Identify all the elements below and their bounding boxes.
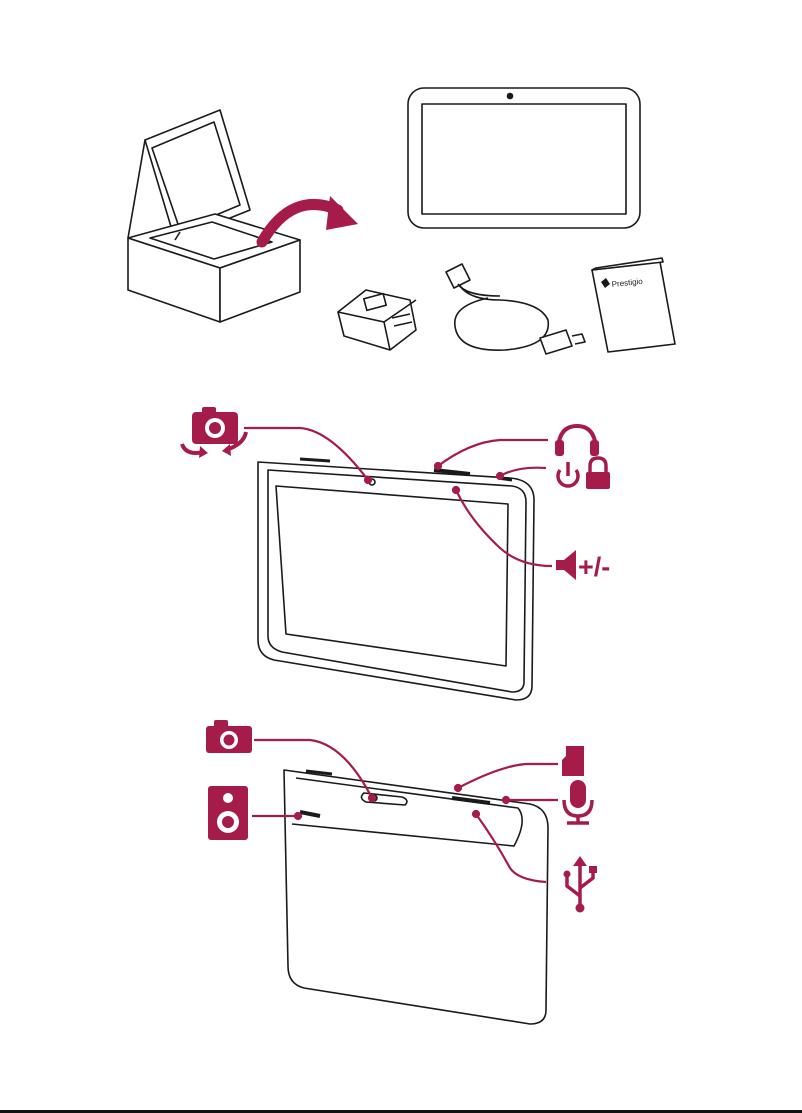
- headphones-icon: [555, 423, 599, 456]
- open-box-illustration: [127, 109, 301, 323]
- front-callout-lines: [244, 426, 553, 568]
- camera-switch-icon: [180, 407, 248, 458]
- package-contents: Prestigio: [127, 87, 676, 355]
- volume-label: +/-: [578, 552, 610, 582]
- power-lock-icon: [556, 456, 610, 489]
- usb-icon: [563, 856, 597, 913]
- usb-cable-illustration: [445, 263, 586, 355]
- microsd-icon: [562, 746, 584, 776]
- tablet-front-package: [407, 87, 641, 229]
- tablet-back-view: [283, 769, 549, 1025]
- camera-icon: [206, 720, 252, 753]
- tablet-front-view: [257, 457, 535, 701]
- unpack-arrow-icon: [256, 196, 358, 248]
- guide-brand-text: Prestigio: [611, 277, 643, 289]
- back-callout-lines: [252, 738, 558, 884]
- quick-start-guide-illustration: Prestigio: [591, 257, 676, 353]
- volume-icon: +/-: [556, 550, 610, 582]
- microphone-icon: [562, 780, 594, 825]
- page-bottom-rule: [0, 1110, 802, 1113]
- charger-illustration: [337, 289, 417, 351]
- speaker-icon: [208, 786, 248, 840]
